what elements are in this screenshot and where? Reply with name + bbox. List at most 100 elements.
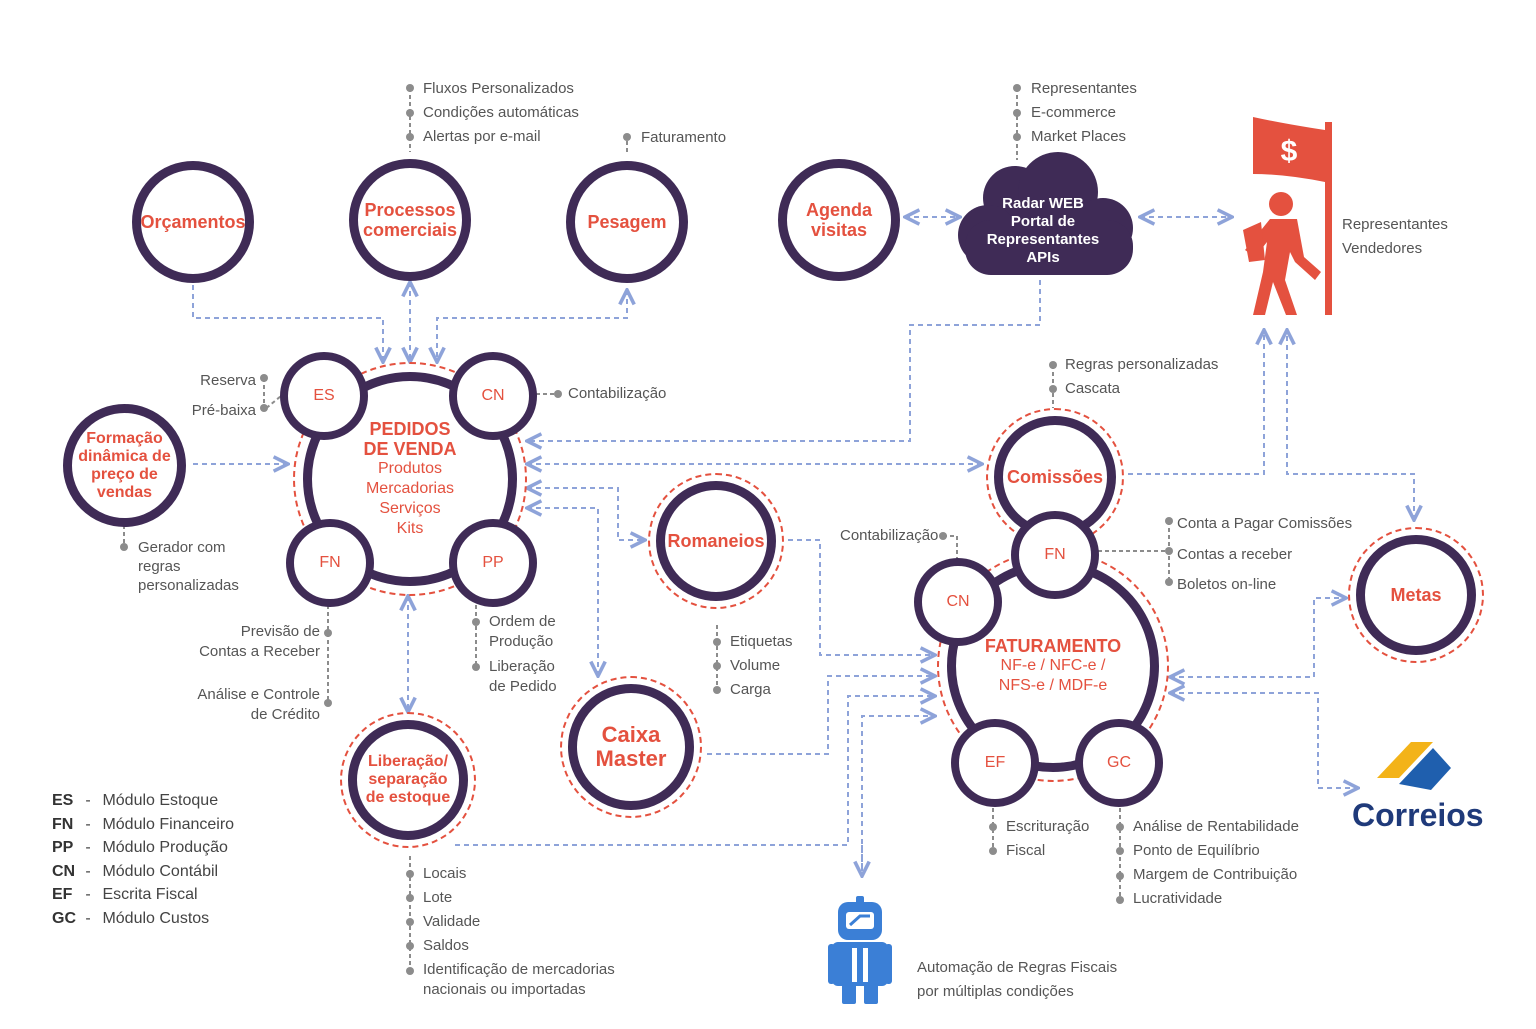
formacao-node[interactable]: Formação dinâmica de preço de vendas (63, 404, 186, 527)
robo-line: Automação de Regras Fiscais (917, 959, 1118, 976)
radar-label-line: Portal de (1010, 213, 1076, 230)
agenda-label-line: visitas (810, 220, 868, 240)
pedidos-item: Serviços (379, 500, 441, 517)
faturamento-ef-module[interactable]: EF (951, 719, 1039, 807)
correios-logo (1377, 742, 1451, 790)
agenda-label: Agenda visitas (806, 200, 872, 240)
legend-text: Módulo Estoque (102, 792, 219, 809)
pesagem-node[interactable]: Pesagem (566, 161, 688, 283)
faturamento-items: NF-e / NFC-e / NFS-e / MDF-e (985, 656, 1121, 696)
faturamento-title: FATURAMENTO (984, 636, 1122, 656)
romaneios-list-item: Etiquetas (730, 633, 793, 650)
liberacao-label: Liberação/ separação de estoque (366, 753, 450, 807)
faturamento-content: FATURAMENTO NF-e / NFC-e / NFS-e / MDF-e (985, 636, 1121, 696)
robot-icon (828, 896, 892, 1004)
pedidos-content: PEDIDOS DE VENDA Produtos Mercadorias Se… (363, 419, 456, 539)
processos-node[interactable]: Processos comerciais (349, 159, 471, 281)
agenda-node[interactable]: Agenda visitas (778, 159, 900, 281)
fn-fat-list-item: Conta a Pagar Comissões (1177, 515, 1353, 532)
processos-list-item: Condições automáticas (423, 104, 579, 121)
caixa-label: Caixa Master (596, 723, 667, 771)
legend-sep: - (85, 909, 91, 927)
legend-row: PP- Módulo Produção (52, 836, 234, 860)
ef-list: Escrituração Fiscal (1006, 815, 1089, 863)
radar-label-line: Radar WEB (1002, 195, 1084, 212)
caixa-node[interactable]: Caixa Master (568, 684, 694, 810)
svg-text:$: $ (1281, 135, 1298, 168)
comissoes-list: Regras personalizadas Cascata (1065, 353, 1218, 401)
liberacao-list-item: nacionais ou importadas (423, 981, 586, 998)
formacao-label-line: dinâmica de (78, 447, 171, 465)
faturamento-gc-module[interactable]: GC (1075, 719, 1163, 807)
pp-list-2: Liberação de Pedido (489, 657, 557, 697)
legend-sep: - (85, 815, 91, 833)
pedidos-fn-module[interactable]: FN (286, 519, 374, 607)
link-fat-robo (861, 716, 935, 876)
link-caixa-fat (707, 676, 935, 755)
liberacao-label-line: de estoque (365, 789, 451, 806)
romaneios-ring (648, 473, 784, 609)
fn-fat-list: Conta a Pagar Comissões Contas a receber… (1177, 509, 1352, 601)
liberacao-node[interactable]: Liberação/ separação de estoque (348, 720, 468, 840)
faturamento-cn-module[interactable]: CN (914, 558, 1002, 646)
legend-text: Módulo Custos (102, 909, 210, 927)
legend-code: EF (52, 886, 73, 903)
liberacao-list-item: Locais (423, 865, 467, 882)
formacao-label-line: preço de (91, 465, 158, 483)
fn-pedidos-label-1: Previsão de Contas a Receber (190, 622, 320, 662)
rep-line: Representantes (1342, 216, 1448, 233)
pedidos-cn-module[interactable]: CN (449, 352, 537, 440)
gc-list: Análise de Rentabilidade Ponto de Equilí… (1133, 815, 1299, 911)
faturamento-item: NF-e / NFC-e / (1000, 657, 1106, 674)
pesagem-list-item: Faturamento (641, 129, 727, 146)
legend-code: PP (52, 839, 74, 856)
pp-list-line: Produção (489, 633, 554, 650)
liberacao-ring (340, 712, 476, 848)
caixa-label-line: Caixa (601, 722, 661, 747)
rep-line: Vendedores (1342, 240, 1423, 257)
es-list: Reserva Pré-baixa (186, 366, 256, 426)
legend-text: Módulo Contábil (102, 862, 219, 880)
legend-sep: - (85, 839, 91, 856)
faturamento-fn-module[interactable]: FN (1011, 511, 1099, 599)
gerador-line: personalizadas (138, 577, 239, 594)
metas-node[interactable]: Metas (1356, 535, 1476, 655)
fn-fat-list-item: Contas a receber (1177, 545, 1293, 563)
link-radar-pedidos (527, 280, 1041, 441)
pedidos-es-module[interactable]: ES (280, 352, 368, 440)
liberacao-list: Locais Lote Validade Saldos Identificaçã… (423, 862, 615, 1000)
liberacao-list-item: Saldos (423, 937, 469, 954)
link-pedidos-romaneios (527, 488, 645, 540)
gerador-label: Gerador com regras personalizadas (138, 538, 239, 595)
es-list-item: Pré-baixa (191, 402, 256, 419)
processos-list-item: Fluxos Personalizados (423, 80, 574, 97)
pesagem-label: Pesagem (587, 212, 667, 232)
fn-pedidos-label-2: Análise e Controle de Crédito (180, 685, 320, 725)
pedidos-pp-module[interactable]: PP (449, 519, 537, 607)
formacao-label-line: Formação (86, 429, 163, 447)
correios-wordmark: Correios (1352, 797, 1484, 833)
legend-code: GC (52, 909, 76, 927)
pedidos-item: Produtos (377, 460, 443, 477)
liberacao-list-item: Validade (423, 913, 481, 930)
cn-pedidos-label: Contabilização (568, 385, 667, 402)
gerador-line: regras (138, 558, 181, 575)
es-list-item: Reserva (200, 372, 256, 389)
pedidos-items: Produtos Mercadorias Serviços Kits (363, 459, 456, 539)
radar-label[interactable]: Radar WEB Portal de Representantes APIs (965, 195, 1121, 267)
romaneios-node[interactable]: Romaneios (656, 481, 776, 601)
gc-list-item: Análise de Rentabilidade (1133, 818, 1299, 835)
fn-pedidos-line: de Crédito (250, 706, 320, 723)
romaneios-label: Romaneios (667, 531, 765, 551)
legend-code: CN (52, 862, 76, 880)
robo-line: por múltiplas condições (917, 983, 1074, 1000)
legend-sep: - (85, 862, 91, 880)
cn-fat-label: Contabilização (840, 527, 939, 544)
orcamentos-node[interactable]: Orçamentos (132, 161, 254, 283)
fn-fat-list-item: Boletos on-line (1177, 576, 1277, 593)
faturamento-item: NFS-e / MDF-e (998, 677, 1108, 694)
legend: ES- Módulo Estoque FN- Módulo Financeiro… (52, 789, 234, 930)
radar-list: Representantes E-commerce Market Places (1031, 77, 1137, 149)
gc-list-item: Ponto de Equilíbrio (1133, 842, 1260, 859)
